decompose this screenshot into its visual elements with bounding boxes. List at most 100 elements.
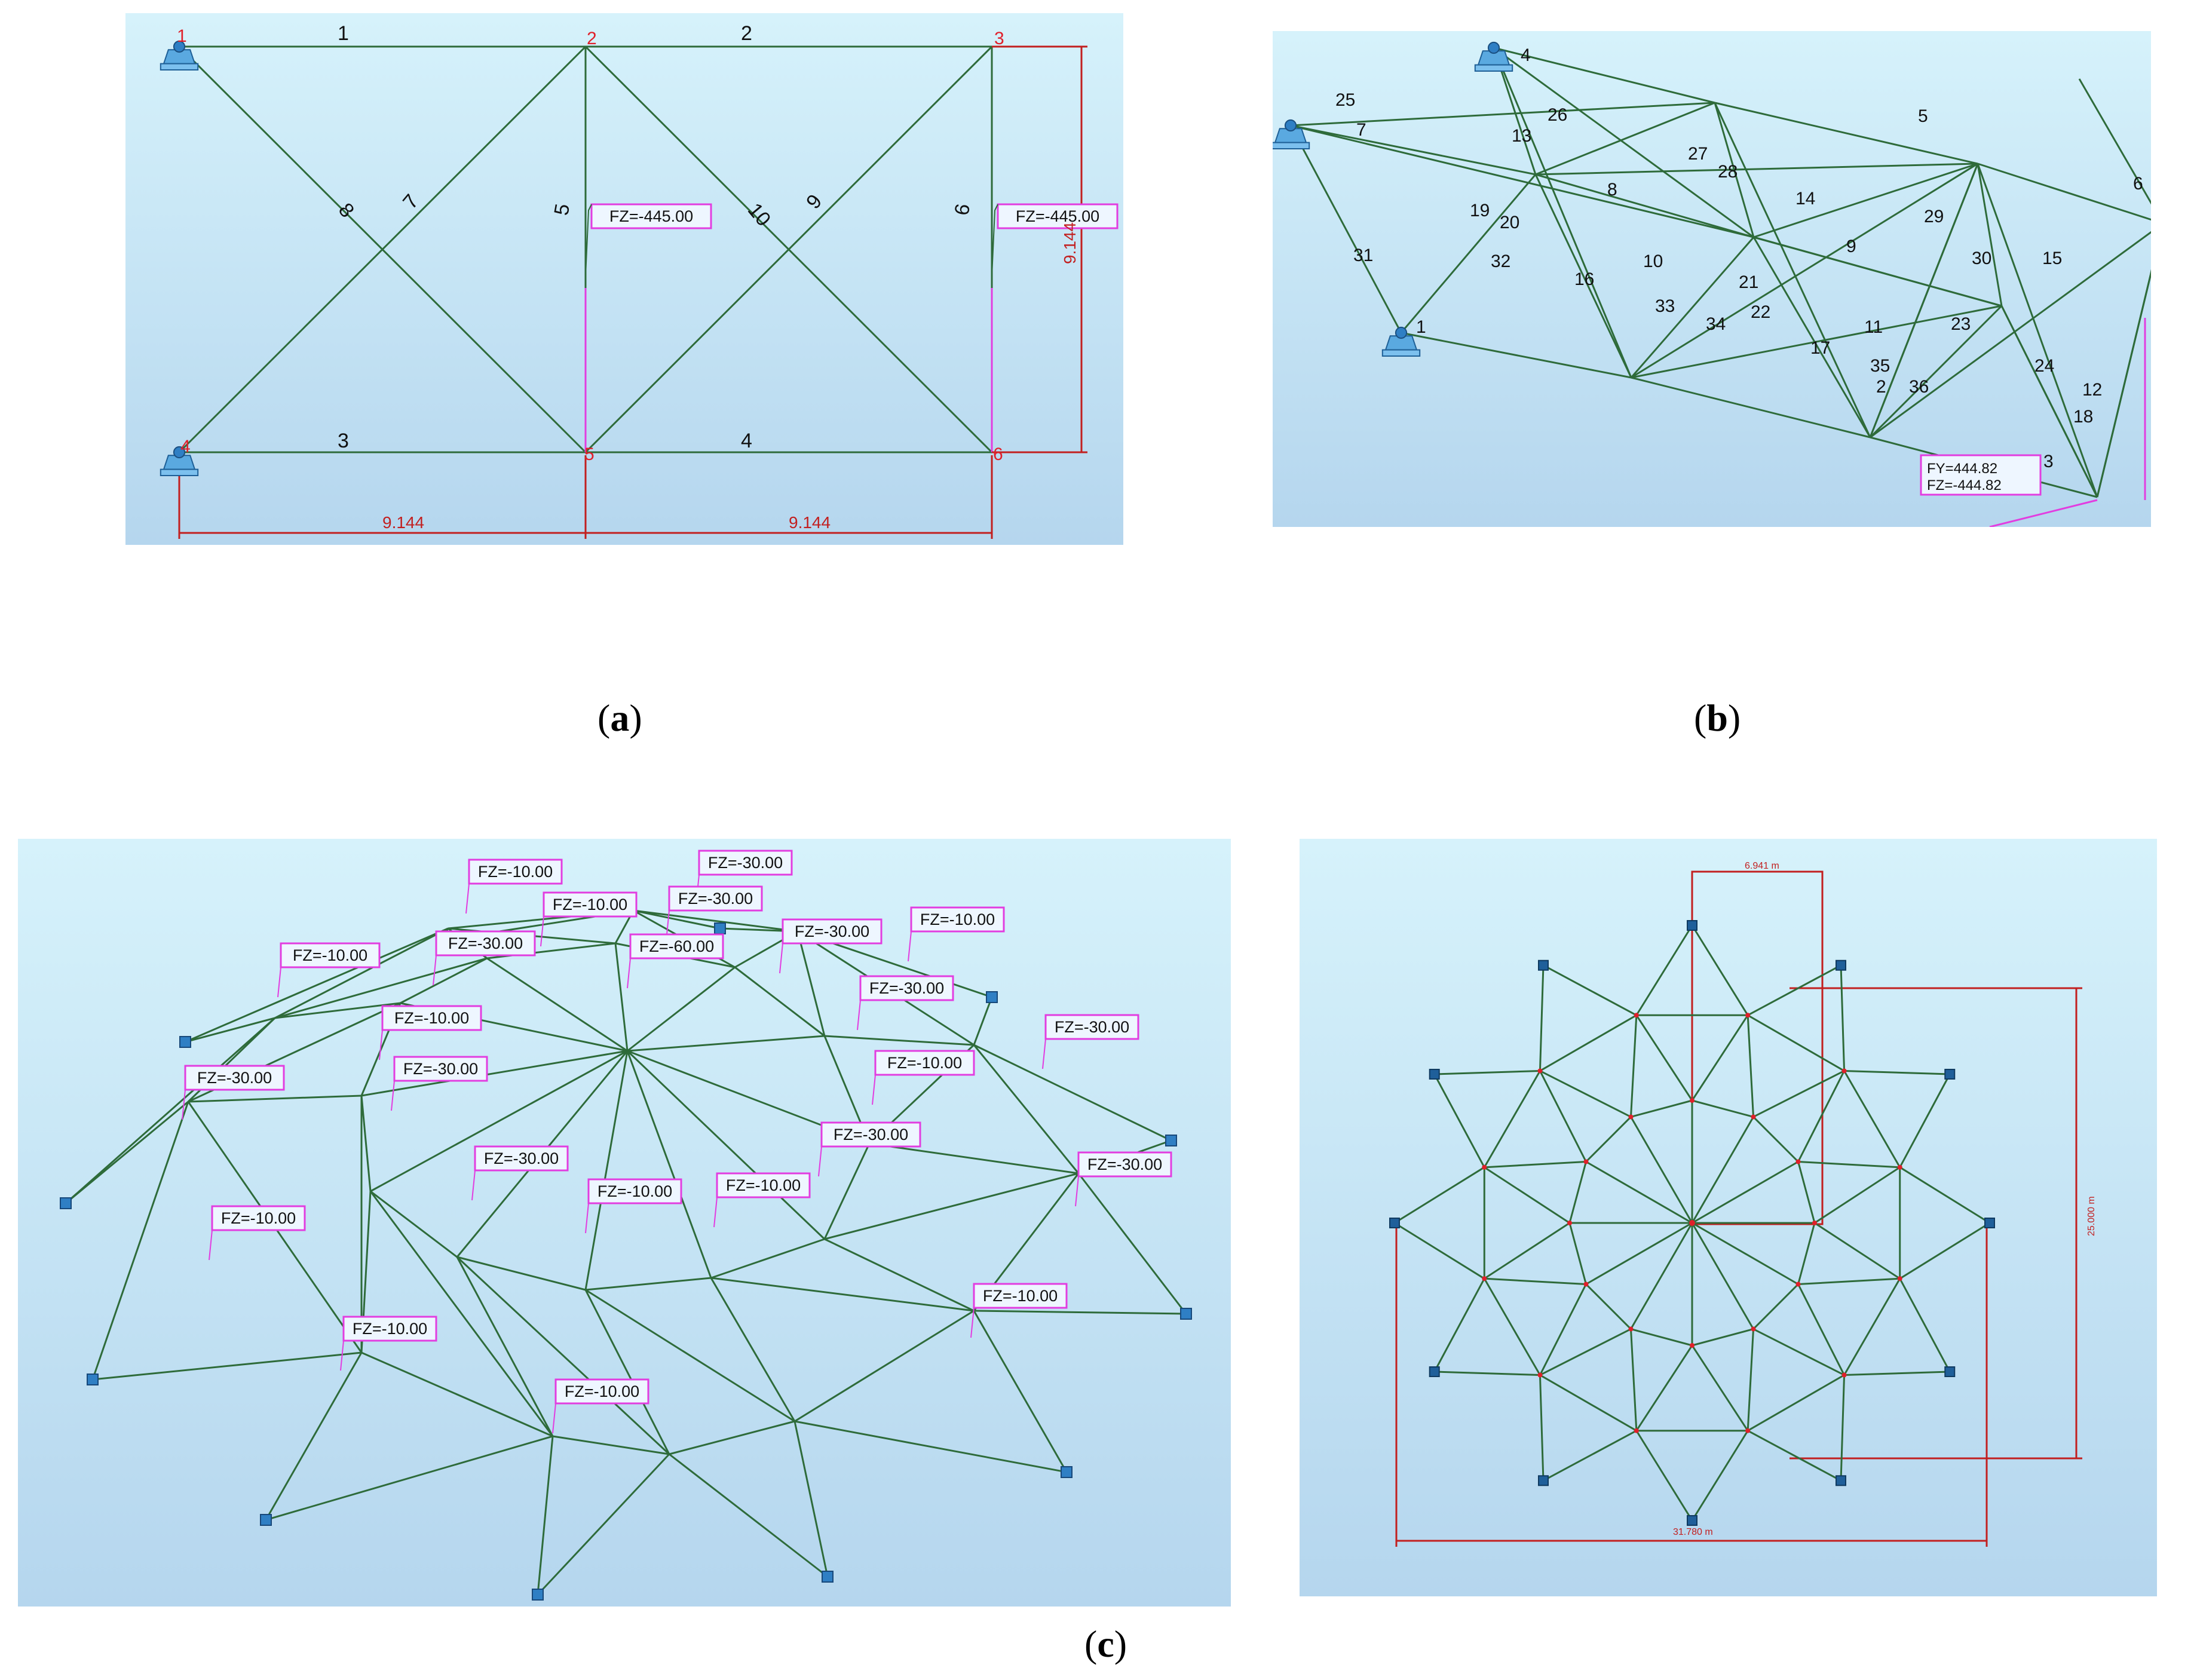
member-21: [1631, 305, 2002, 379]
plan-diagonal-member: [1814, 1222, 1901, 1280]
plan-leg-member: [1539, 1375, 1545, 1481]
dome-radial-member: [614, 943, 629, 1051]
dome-load-10: FZ=-10.00: [381, 1005, 482, 1031]
dome-load-11: FZ=-30.00: [1044, 1014, 1139, 1040]
member-36: [1870, 231, 2151, 439]
support-node: [714, 922, 726, 934]
dome-diagonal-member: [456, 1256, 554, 1437]
dome-load-leader: [433, 955, 437, 986]
load-label-box: [820, 1121, 921, 1148]
member-label: 22: [1751, 302, 1770, 322]
dome-load-13: FZ=-10.00: [874, 1050, 975, 1076]
dome-leg-member: [973, 1044, 1172, 1142]
dome-leg-member: [91, 1101, 189, 1380]
dome-leg-member: [185, 927, 449, 1043]
plan-node: [1628, 1326, 1634, 1332]
member-10: [1535, 173, 1754, 238]
plan-diagonal-member: [1484, 1277, 1586, 1285]
load-label-box: [587, 1178, 682, 1204]
plan-diagonal-member: [1630, 1015, 1638, 1117]
dome-diagonal-member: [710, 1277, 796, 1422]
dome-load-15: FZ=-30.00: [820, 1121, 921, 1148]
dome-load-leader: [908, 931, 912, 962]
member-label: 12: [2082, 380, 2102, 400]
dome-radial-member: [627, 966, 736, 1052]
load-label-box: [393, 1056, 488, 1082]
dome-load-19: FZ=-10.00: [716, 1172, 811, 1198]
dome-diagonal-member: [274, 1002, 401, 1019]
support-plate: [1381, 349, 1421, 357]
plan-ring1-member: [1692, 1099, 1754, 1118]
plan-radial-member: [1692, 1222, 1799, 1285]
load-label-text: FZ=-30.00: [708, 854, 783, 872]
dome-leg-member: [1077, 1173, 1187, 1314]
load-label-text: FZ=-30.00: [869, 979, 944, 997]
plan-support-node: [1944, 1069, 1956, 1080]
member-2: [1631, 376, 1871, 439]
dome-ring1-member: [585, 1277, 712, 1291]
dome-load-23: FZ=-10.00: [554, 1378, 649, 1405]
plan-node: [1751, 1114, 1756, 1120]
support-node: [260, 1514, 272, 1526]
plan-ring2-member: [1747, 1374, 1845, 1432]
member-15: [1753, 236, 2002, 307]
plan-ring1-member: [1631, 1099, 1693, 1118]
plan-diagonal-member: [1814, 1166, 1901, 1224]
member-label: 26: [1548, 105, 1567, 125]
plan-leg-member: [1691, 1430, 1749, 1521]
dome-ring2-member: [669, 1420, 795, 1455]
member-label: 31: [1353, 246, 1373, 265]
member-label: 6: [2133, 174, 2143, 194]
dome-load-22: FZ=-10.00: [342, 1316, 437, 1342]
plan-ring1-member: [1797, 1222, 1816, 1284]
dome-diagonal-member: [585, 1289, 795, 1423]
dome-radial-member: [361, 1050, 628, 1097]
member-label: 16: [1574, 269, 1594, 289]
plan-node: [1482, 1276, 1487, 1282]
plan-node: [1628, 1114, 1634, 1120]
load-label-box: [474, 1145, 569, 1172]
load-label-text: FZ=-10.00: [565, 1382, 639, 1400]
support-pin: [1487, 41, 1500, 54]
plan-diagonal-member: [1484, 1166, 1570, 1224]
support-node: [822, 1571, 834, 1583]
member-label: 9: [1846, 237, 1856, 256]
plan-radial-member: [1585, 1161, 1693, 1224]
plan-diagonal-member: [1539, 1070, 1632, 1118]
dome-leg-member: [793, 1421, 829, 1577]
dome-diagonal-member: [796, 931, 826, 1037]
plan-node: [1634, 1428, 1639, 1433]
member-label: 34: [1706, 314, 1726, 334]
dome-load-leader: [340, 1340, 344, 1371]
plan-node: [1745, 1428, 1751, 1433]
dome-ring1-member: [360, 1095, 372, 1192]
plan-leg-member: [1543, 1430, 1637, 1482]
plan-dimension-top: 6.941 m: [1745, 861, 1779, 871]
plan-ring1-member: [1752, 1116, 1799, 1163]
plan-node: [1537, 1372, 1543, 1378]
member-label: 36: [1909, 377, 1929, 397]
plan-ring1-member: [1585, 1116, 1632, 1163]
load-label-text: FZ=-30.00: [197, 1069, 272, 1087]
support-node: [986, 991, 998, 1003]
plan-diagonal-member: [1484, 1161, 1586, 1169]
dome-ring2-member: [552, 1435, 670, 1455]
member-19: [1400, 174, 1537, 333]
member-4: [1493, 47, 1715, 104]
member-label: 13: [1512, 126, 1531, 146]
plan-leg-member: [1899, 1278, 1951, 1372]
member-30: [1977, 163, 2003, 306]
member-label: 21: [1739, 272, 1758, 292]
member-17: [1752, 237, 1871, 438]
dome-leg-member: [65, 1017, 275, 1204]
dome-leg-member: [794, 1420, 1067, 1473]
plan-ring1-member: [1752, 1283, 1799, 1330]
plan-leg-member: [1840, 1375, 1846, 1481]
dome-radial-member: [626, 1050, 712, 1279]
load-label-text: FZ=-30.00: [834, 1126, 908, 1143]
plan-diagonal-member: [1539, 1070, 1587, 1163]
dome-load-leader: [1075, 1176, 1079, 1207]
dome-leg-member: [973, 997, 993, 1046]
dome-load-leader: [277, 967, 281, 998]
